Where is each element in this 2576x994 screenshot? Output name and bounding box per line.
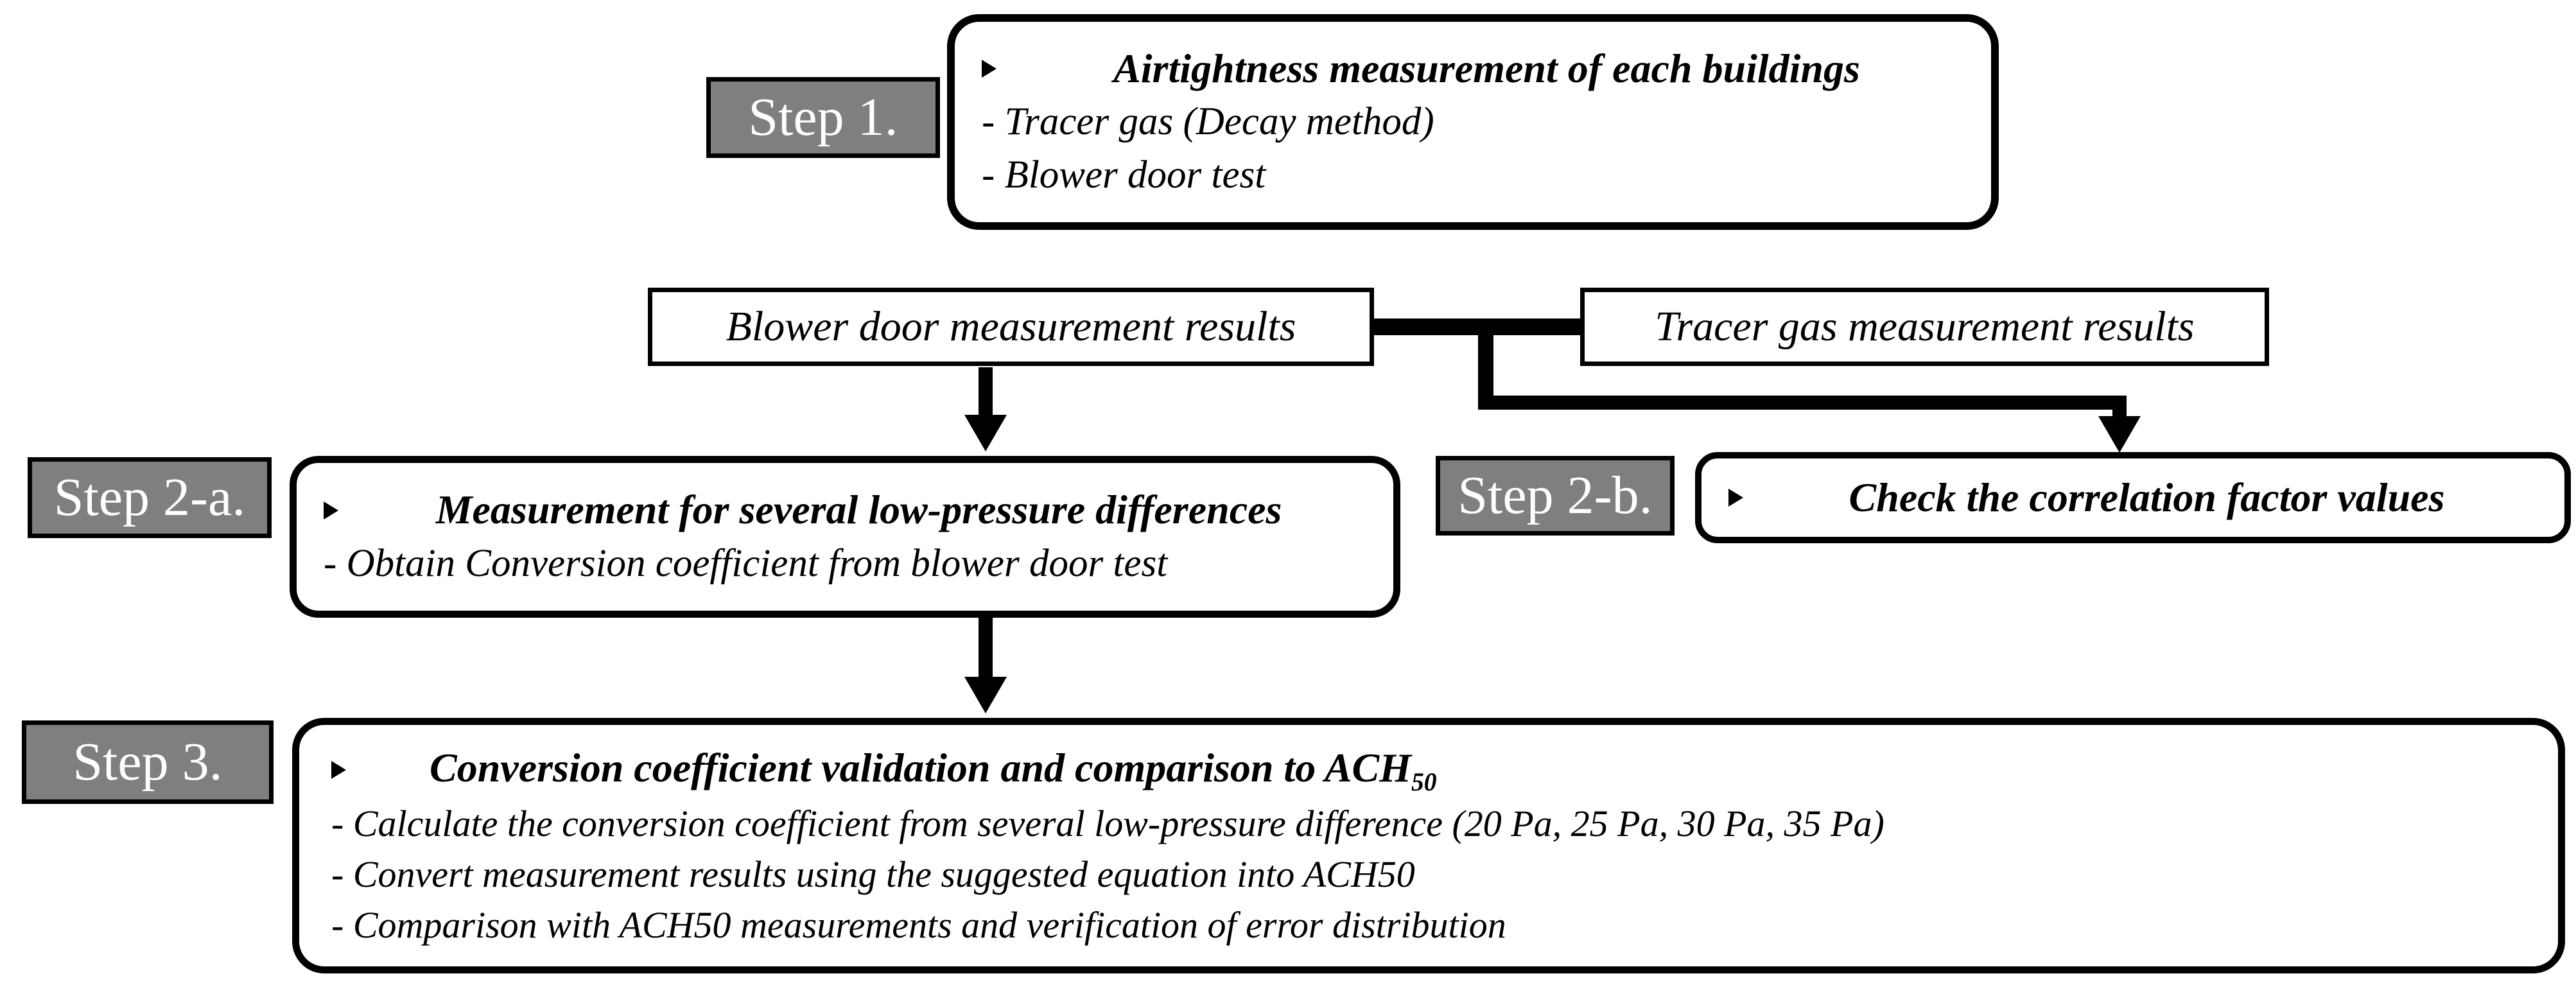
step1-title-line: Airtightness measurement of each buildin… [982, 42, 1964, 96]
bullet-icon [324, 501, 338, 519]
step1-label: Step 1. [706, 77, 940, 158]
step3-item: - Convert measurement results using the … [331, 853, 1415, 895]
step3-item: - Comparison with ACH50 measurements and… [331, 903, 1506, 946]
connector-to-step2b [1478, 396, 2127, 410]
step2b-box: Check the correlation factor values [1695, 452, 2571, 543]
bullet-icon [982, 60, 996, 78]
step3-title-subscript: 50 [1411, 767, 1437, 796]
arrow-down-icon [2098, 416, 2141, 453]
step2a-box: Measurement for several low-pressure dif… [290, 456, 1400, 618]
step1-box: Airtightness measurement of each buildin… [947, 14, 1999, 230]
step3-label: Step 3. [22, 720, 274, 804]
step2b-title: Check the correlation factor values [1849, 474, 2445, 520]
step2a-title-line: Measurement for several low-pressure dif… [324, 483, 1366, 537]
connector-between-results [1371, 318, 1583, 335]
step3-title: Conversion coefficient validation and co… [430, 744, 1437, 796]
bullet-icon [331, 760, 346, 779]
step2a-item: - Obtain Conversion coefficient from blo… [324, 541, 1168, 585]
step3-title-line: Conversion coefficient validation and co… [331, 741, 2526, 799]
tracer-gas-results-box: Tracer gas measurement results [1580, 288, 2269, 366]
bullet-icon [1728, 489, 1743, 507]
step1-item: - Blower door test [982, 153, 1266, 197]
step1-item: - Tracer gas (Decay method) [982, 100, 1434, 144]
arrow-blower-to-step2a-shaft [979, 367, 993, 420]
blower-door-results-box: Blower door measurement results [648, 288, 1374, 366]
step2b-label: Step 2-b. [1436, 456, 1675, 536]
step2b-title-line: Check the correlation factor values [1728, 471, 2537, 525]
arrow-step2a-to-step3-shaft [979, 618, 993, 681]
step2a-title: Measurement for several low-pressure dif… [435, 487, 1282, 533]
step3-item: - Calculate the conversion coefficient f… [331, 802, 1884, 844]
arrow-down-icon [964, 415, 1007, 451]
step2a-label: Step 2-a. [28, 457, 272, 538]
arrow-down-icon [964, 677, 1007, 713]
step3-box: Conversion coefficient validation and co… [292, 718, 2565, 973]
step1-title: Airtightness measurement of each buildin… [1113, 45, 1860, 91]
